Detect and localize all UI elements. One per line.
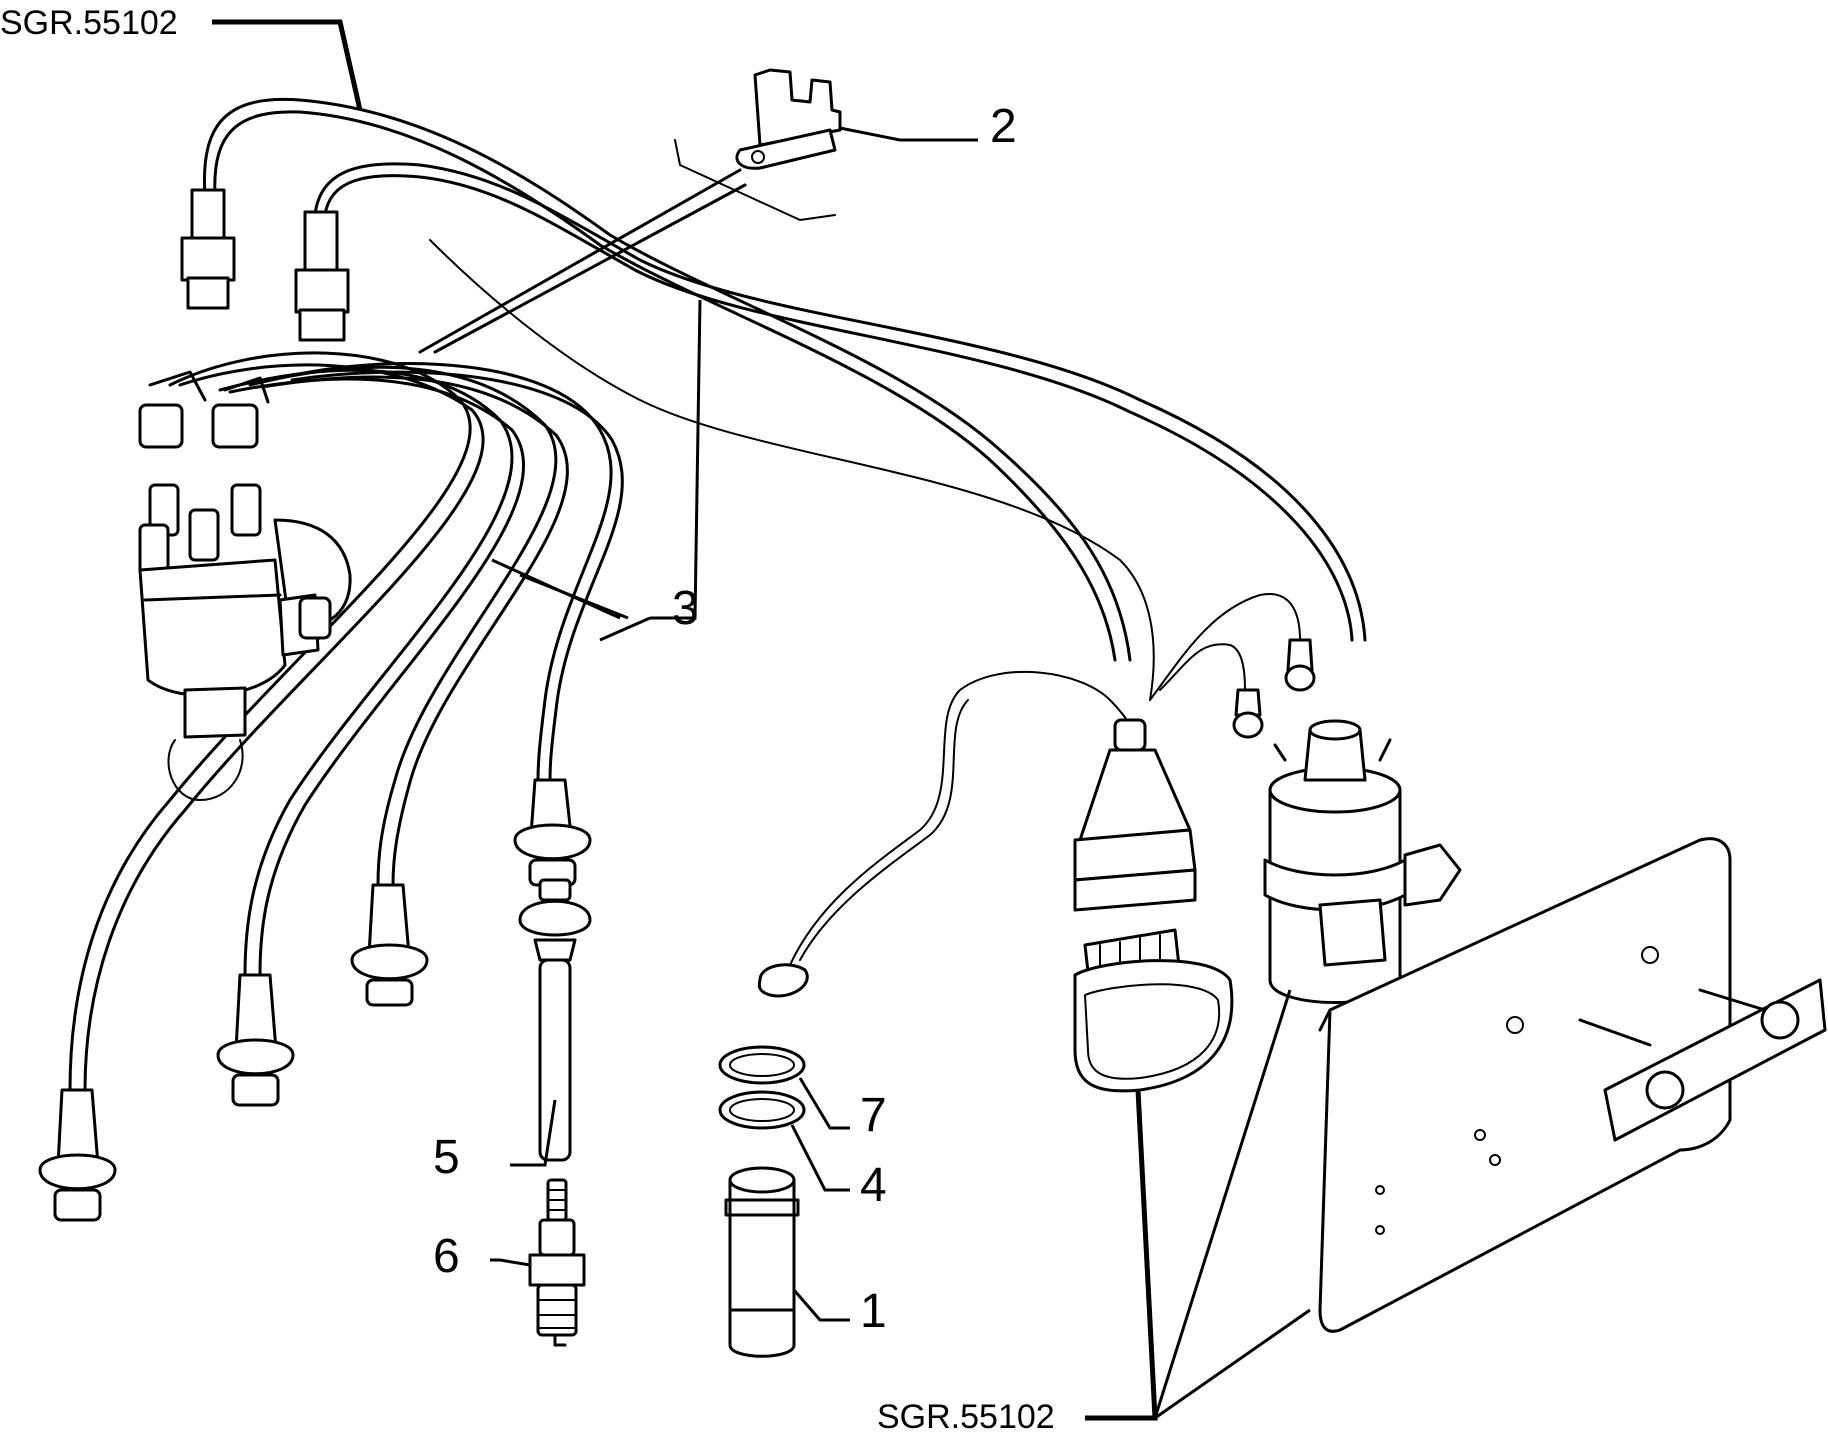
part-7-ring [718, 1045, 806, 1085]
plug-boot-1 [38, 1088, 117, 1222]
tie-line-2 [433, 183, 747, 354]
callout-3: 3 [672, 582, 699, 635]
part-4-ring [718, 1090, 806, 1130]
cap-boots [138, 370, 270, 449]
harness-connector-left [180, 188, 236, 310]
callout-5: 5 [433, 1131, 460, 1184]
ref-label-bottom: SGR.55102 [877, 1398, 1055, 1436]
ignition-coil [1263, 719, 1462, 1004]
ref-label-top: SGR.55102 [0, 4, 178, 42]
harness-plug [1073, 718, 1197, 912]
part-1-tube [724, 1166, 800, 1358]
tie-line-3 [674, 139, 836, 221]
part-6-spark-plug [528, 1178, 586, 1347]
part-5-extension [518, 878, 592, 1162]
tie-line-1 [418, 168, 742, 354]
harness-connector-right [294, 210, 350, 342]
callout-6: 6 [433, 1230, 460, 1283]
part-2-bracket [735, 68, 842, 170]
callout-1: 1 [860, 1285, 887, 1338]
module-harness [757, 593, 1316, 998]
plug-boot-4 [513, 778, 592, 887]
leader-lines [212, 19, 1311, 1421]
callout-4: 4 [860, 1159, 887, 1212]
plug-boot-2 [216, 973, 295, 1107]
callout-7: 7 [860, 1089, 887, 1142]
ignition-module [1073, 928, 1234, 1093]
mounting-plate [1318, 837, 1827, 1333]
callout-2: 2 [990, 100, 1017, 153]
ht-cable-set [68, 97, 1367, 1092]
plug-boot-3 [350, 883, 429, 1007]
distributor [138, 483, 352, 801]
